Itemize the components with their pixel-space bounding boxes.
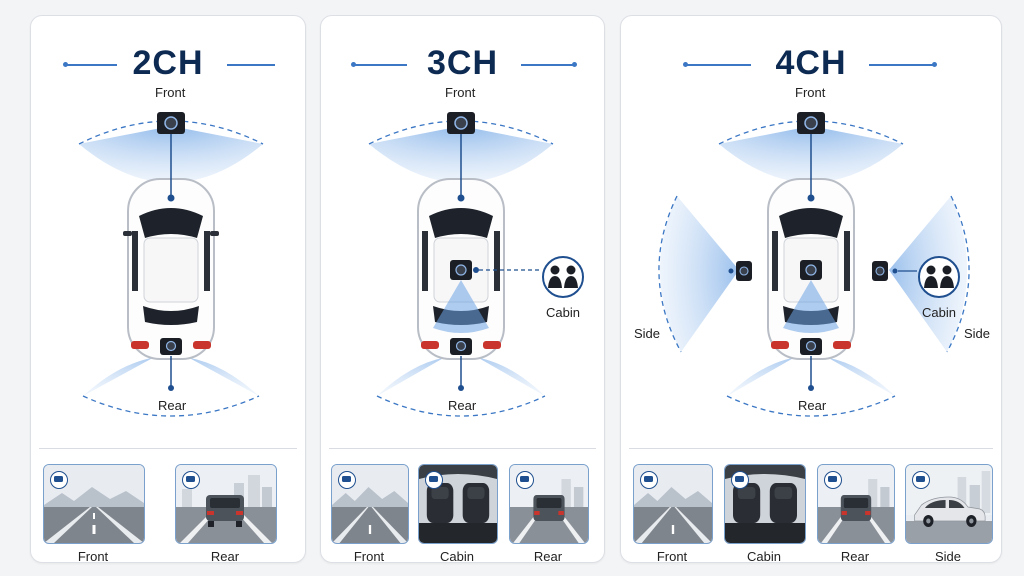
camera-icon bbox=[516, 471, 534, 489]
camera-icon bbox=[824, 471, 842, 489]
label-side-right: Side bbox=[964, 326, 991, 341]
label-side-left: Side bbox=[634, 326, 661, 341]
thumb-label: Side bbox=[934, 549, 962, 563]
car-top-view bbox=[123, 178, 219, 360]
label-rear: Rear bbox=[798, 398, 827, 413]
thumb-label: Front bbox=[353, 549, 385, 563]
thumb-label: Cabin bbox=[747, 549, 781, 563]
thumb-side-view[interactable] bbox=[905, 464, 993, 544]
thumb-label: Rear bbox=[533, 549, 563, 563]
thumb-cabin-view[interactable] bbox=[418, 464, 498, 544]
panel-title-2ch: 2CH bbox=[132, 44, 204, 82]
thumb-label: Front bbox=[656, 549, 688, 563]
thumb-rear-view[interactable] bbox=[509, 464, 589, 544]
cabin-passengers-icon bbox=[918, 256, 960, 298]
label-rear: Rear bbox=[158, 398, 187, 413]
panel-2ch: 2CH Front Rear Front Rear bbox=[30, 15, 306, 563]
camera-icon bbox=[338, 471, 356, 489]
label-front: Front bbox=[155, 85, 186, 100]
camera-icon bbox=[640, 471, 658, 489]
label-cabin: Cabin bbox=[922, 305, 956, 320]
camera-icon bbox=[425, 471, 443, 489]
camera-icon bbox=[912, 471, 930, 489]
label-front: Front bbox=[795, 85, 826, 100]
camera-icon bbox=[50, 471, 68, 489]
label-front: Front bbox=[445, 85, 476, 100]
thumb-front-view[interactable] bbox=[633, 464, 713, 544]
panel-3ch: 3CH Front Cabin Rear Front Cabin bbox=[320, 15, 605, 563]
thumb-front-view[interactable] bbox=[43, 464, 145, 544]
panel-title-4ch: 4CH bbox=[775, 44, 847, 82]
thumb-front-view[interactable] bbox=[331, 464, 409, 544]
diagram-3ch bbox=[368, 112, 584, 417]
diagram-4ch bbox=[658, 112, 970, 417]
label-rear: Rear bbox=[448, 398, 477, 413]
camera-icon bbox=[182, 471, 200, 489]
thumb-label: Front bbox=[77, 549, 109, 563]
panel-4ch: 4CH Front Side Cabin Side Rear Front Cab… bbox=[620, 15, 1002, 563]
diagram-2ch bbox=[78, 112, 264, 417]
thumb-rear-view[interactable] bbox=[817, 464, 895, 544]
camera-icon bbox=[731, 471, 749, 489]
panel-title-3ch: 3CH bbox=[426, 44, 499, 82]
thumb-cabin-view[interactable] bbox=[724, 464, 806, 544]
thumb-rear-view[interactable] bbox=[175, 464, 277, 544]
cabin-passengers-icon bbox=[542, 256, 584, 298]
thumb-label: Rear bbox=[210, 549, 240, 563]
thumb-label: Cabin bbox=[440, 549, 474, 563]
rear-fov bbox=[83, 348, 259, 396]
label-cabin: Cabin bbox=[546, 305, 580, 320]
thumb-label: Rear bbox=[840, 549, 870, 563]
